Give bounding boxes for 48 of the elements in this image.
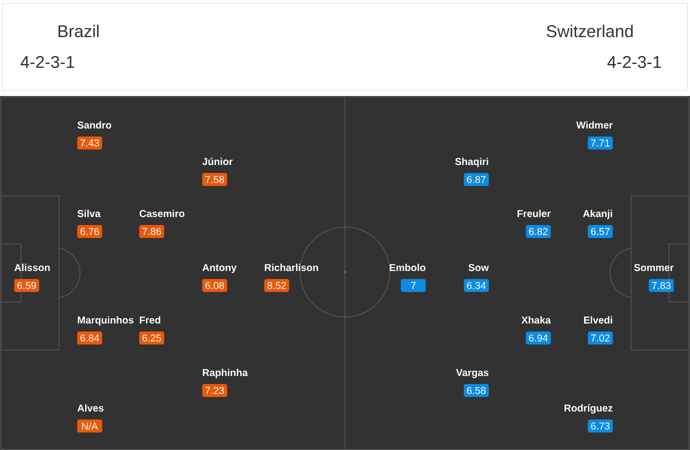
rating-badge: 6.82 — [526, 225, 551, 238]
player-name: Elvedi — [584, 316, 612, 324]
rating-badge: 6.59 — [14, 279, 40, 292]
player-name: Akanji — [583, 210, 612, 220]
team-name: Switzerland — [546, 24, 633, 38]
rating-badge: 7 — [400, 279, 426, 292]
rating-badge: 6.08 — [202, 279, 228, 292]
player-name: Freuler — [518, 210, 551, 218]
player-name: Alisson — [14, 264, 50, 272]
player-name: Widmer — [576, 121, 613, 129]
rating-badge: 6.73 — [588, 420, 613, 432]
player-name: Silva — [77, 210, 101, 218]
rating-badge: 8.52 — [264, 279, 290, 292]
rating-badge: 7.02 — [588, 332, 613, 344]
player-name: Sow — [468, 264, 489, 272]
rating-badge: 7.43 — [77, 136, 102, 150]
player-name: Casemiro — [140, 210, 184, 218]
rating-badge: 7.23 — [202, 384, 228, 397]
rating-badge: 6.58 — [464, 384, 489, 397]
player-name: Embolo — [390, 264, 426, 272]
rating-badge: 7.83 — [648, 279, 674, 292]
rating-badge: 6.34 — [464, 279, 489, 292]
rating-badge: N/A — [77, 420, 102, 432]
player-name: Sommer — [634, 264, 674, 272]
player-name: Alves — [77, 404, 104, 412]
rating-badge: 6.57 — [588, 225, 613, 238]
player-name: Shaqiri — [455, 158, 488, 168]
rating-badge: 6.76 — [77, 225, 102, 238]
player-name: Xhaka — [521, 316, 551, 324]
player-name: Raphinha — [202, 368, 248, 378]
rating-badge: 6.84 — [77, 332, 102, 344]
rating-badge: 7.71 — [588, 136, 613, 150]
formation: 4-2-3-1 — [607, 56, 661, 68]
formation: 4-2-3-1 — [20, 56, 74, 68]
rating-badge: 7.58 — [202, 173, 228, 186]
player-name: Rodríguez — [564, 404, 612, 414]
rating-badge: 6.94 — [526, 332, 551, 344]
player-name: Antony — [202, 264, 237, 274]
player-name: Júnior — [202, 158, 233, 166]
player-name: Marquinhos — [78, 316, 134, 326]
rating-badge: 7.86 — [139, 225, 164, 238]
rating-badge: 6.87 — [464, 173, 489, 186]
rating-badge: 6.25 — [139, 332, 164, 344]
player-name: Richarlison — [264, 264, 318, 272]
player-name: Sandro — [77, 121, 112, 129]
player-name: Vargas — [456, 369, 488, 378]
player-name: Fred — [140, 316, 160, 324]
team-name: Brazil — [58, 24, 99, 38]
